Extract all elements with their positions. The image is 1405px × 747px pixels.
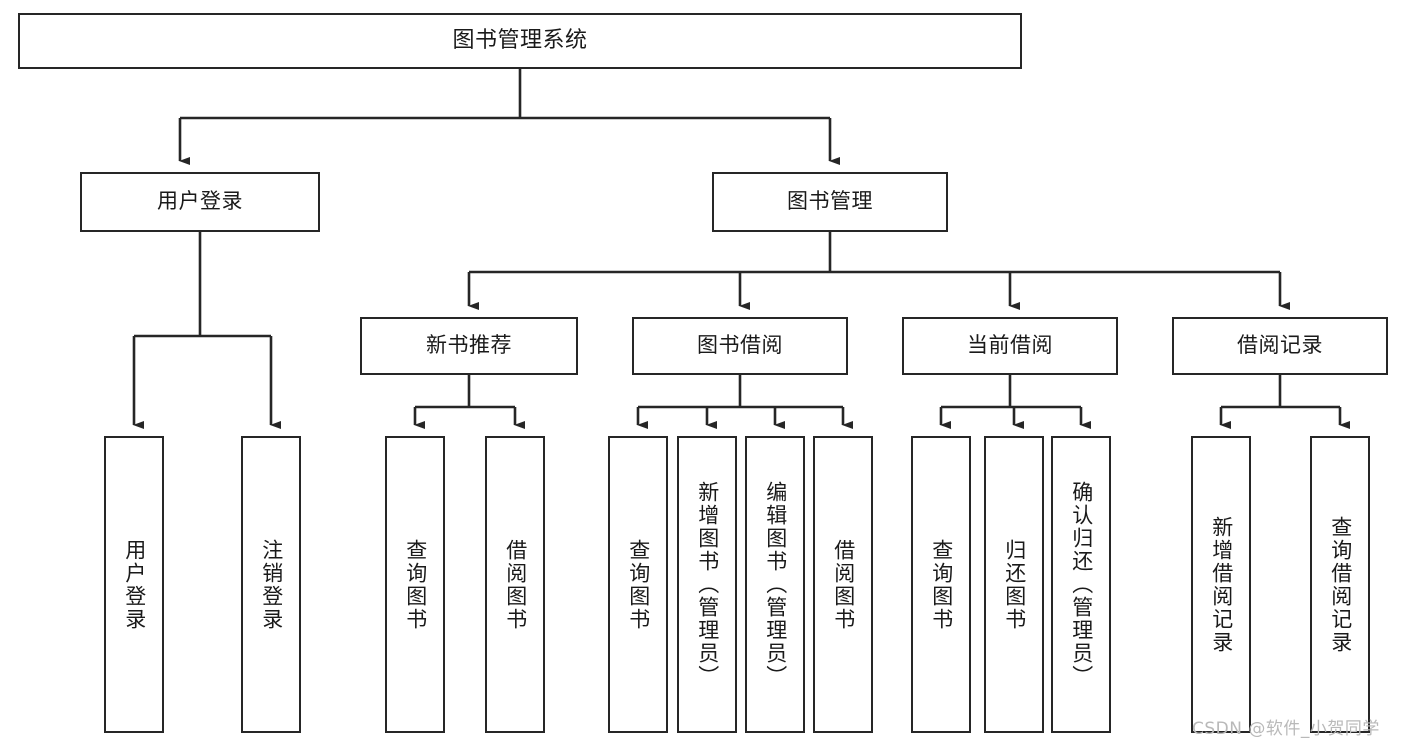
node-leaf-query-book-2[interactable]: 查询图书 [608, 436, 668, 733]
node-label: 新增借阅记录 [1209, 515, 1234, 654]
node-leaf-return-book[interactable]: 归还图书 [984, 436, 1044, 733]
node-label: 查询图书 [403, 538, 428, 631]
node-leaf-user-login[interactable]: 用户登录 [104, 436, 164, 733]
node-label: 借阅图书 [503, 538, 528, 631]
node-label: 新增图书（管理员） [695, 481, 720, 688]
node-leaf-add-book[interactable]: 新增图书（管理员） [677, 436, 737, 733]
node-label: 当前借阅 [967, 333, 1053, 358]
node-leaf-query-record[interactable]: 查询借阅记录 [1310, 436, 1370, 733]
node-leaf-borrow-book-2[interactable]: 借阅图书 [813, 436, 873, 733]
node-label: 用户登录 [122, 538, 147, 631]
node-root-system[interactable]: 图书管理系统 [18, 13, 1022, 69]
node-label: 归还图书 [1002, 538, 1027, 631]
node-label: 图书管理 [787, 189, 873, 214]
node-label: 新书推荐 [426, 333, 512, 358]
node-label: 查询图书 [626, 538, 651, 631]
node-label: 图书管理系统 [452, 27, 588, 53]
node-label: 用户登录 [157, 189, 243, 214]
node-leaf-query-book-1[interactable]: 查询图书 [385, 436, 445, 733]
node-label: 注销登录 [259, 538, 284, 631]
edges [132, 69, 1350, 429]
node-label: 编辑图书（管理员） [763, 481, 788, 688]
node-leaf-user-logout[interactable]: 注销登录 [241, 436, 301, 733]
node-borrow-record[interactable]: 借阅记录 [1172, 317, 1388, 375]
node-leaf-query-book-3[interactable]: 查询图书 [911, 436, 971, 733]
node-user-login[interactable]: 用户登录 [80, 172, 320, 232]
node-label: 图书借阅 [697, 333, 783, 358]
node-label: 查询借阅记录 [1328, 515, 1353, 654]
node-label: 借阅记录 [1237, 333, 1323, 358]
node-label: 查询图书 [929, 538, 954, 631]
node-leaf-add-record[interactable]: 新增借阅记录 [1191, 436, 1251, 733]
node-label: 确认归还（管理员） [1069, 481, 1094, 688]
node-current-borrow[interactable]: 当前借阅 [902, 317, 1118, 375]
node-book-borrow[interactable]: 图书借阅 [632, 317, 848, 375]
node-book-manage[interactable]: 图书管理 [712, 172, 948, 232]
node-leaf-confirm-return[interactable]: 确认归还（管理员） [1051, 436, 1111, 733]
node-leaf-edit-book[interactable]: 编辑图书（管理员） [745, 436, 805, 733]
node-new-book-recommend[interactable]: 新书推荐 [360, 317, 578, 375]
node-leaf-borrow-book-1[interactable]: 借阅图书 [485, 436, 545, 733]
node-label: 借阅图书 [831, 538, 856, 631]
